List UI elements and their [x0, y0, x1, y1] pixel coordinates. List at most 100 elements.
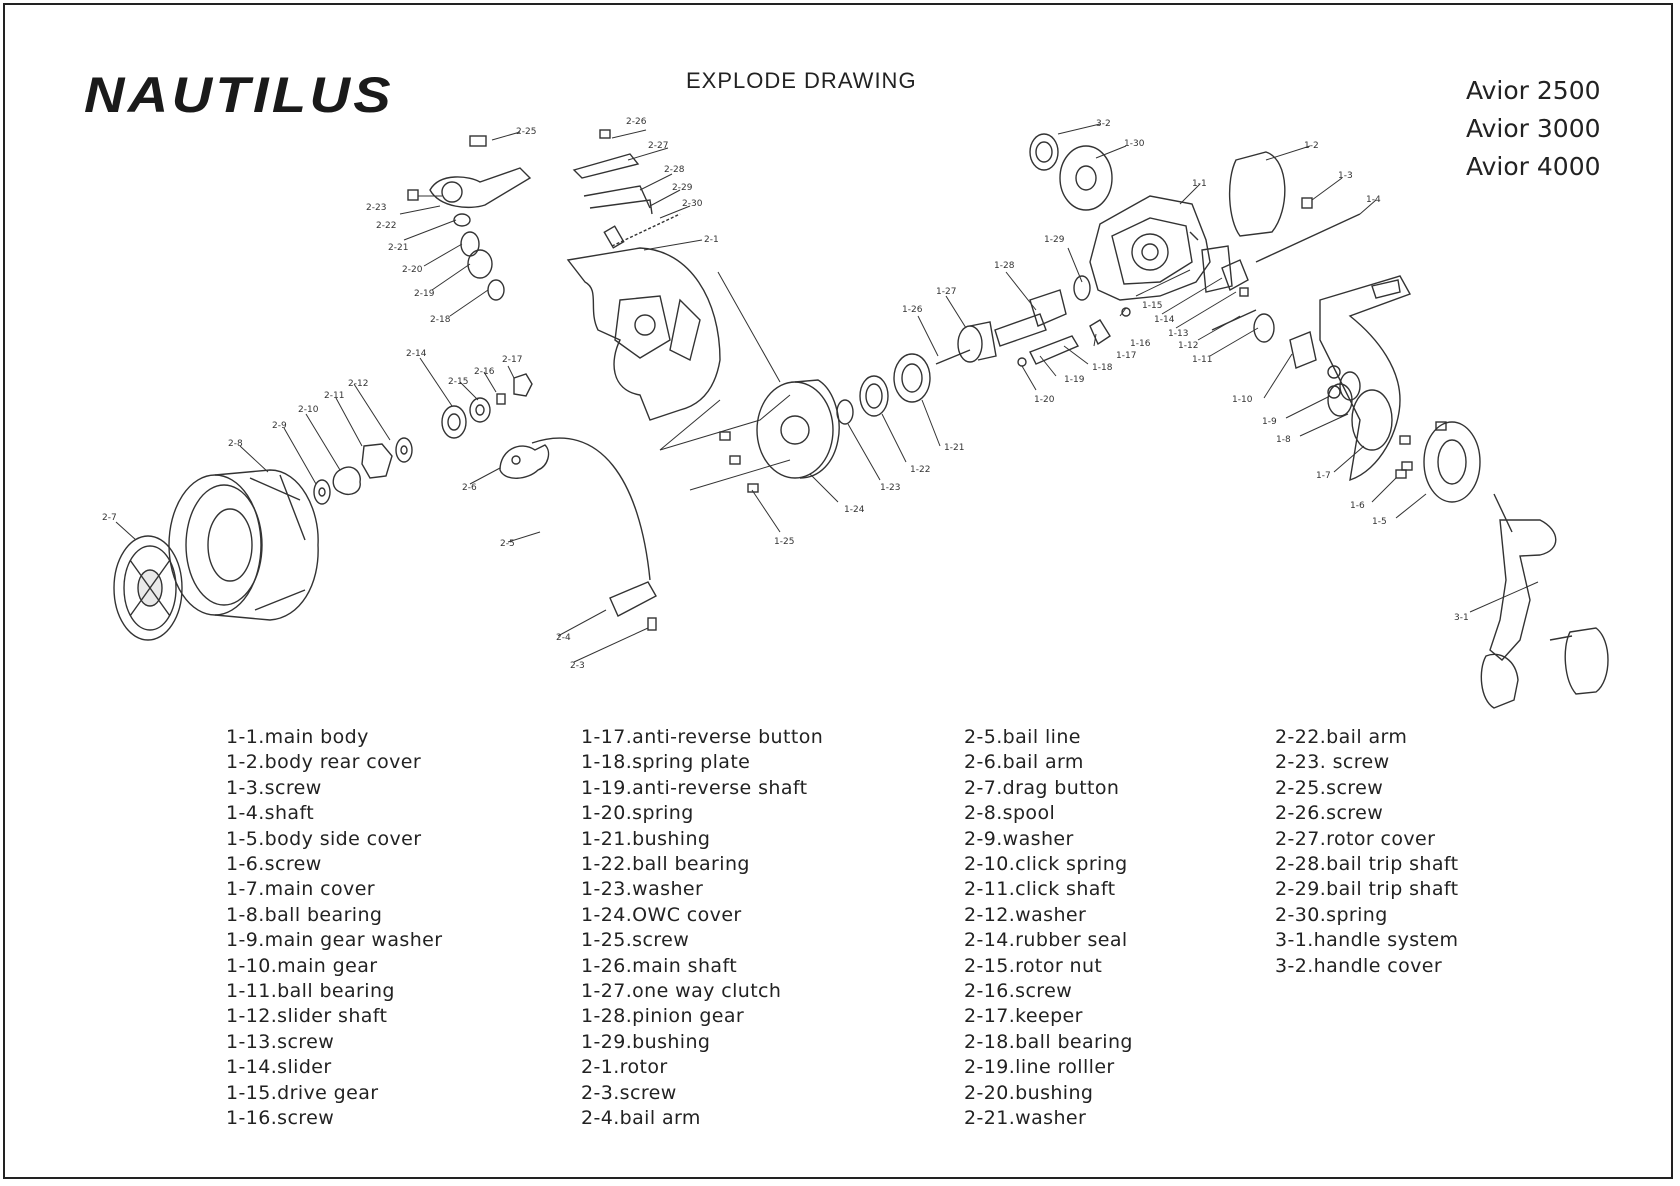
legend-item: 1-7.main cover	[226, 878, 375, 901]
callout-label: 2-28	[664, 165, 685, 175]
legend-item: 2-20.bushing	[964, 1081, 1094, 1104]
legend-item: 3-2.handle cover	[1275, 954, 1443, 977]
part-spool	[168, 469, 319, 621]
legend-item: 1-8.ball bearing	[226, 903, 383, 926]
part-main-shaft-bearings	[836, 353, 931, 425]
callout-label: 2-12	[348, 379, 368, 389]
part-drag-button	[113, 535, 183, 641]
callout-label: 1-10	[1232, 395, 1253, 405]
legend-item: 1-19.anti-reverse shaft	[581, 776, 808, 799]
legend-item: 2-12.washer	[964, 903, 1087, 926]
part-rotor-nut-group	[441, 373, 533, 439]
legend-item: 3-1.handle system	[1275, 929, 1459, 952]
callout-label: 2-17	[502, 355, 522, 365]
legend-item: 1-26.main shaft	[581, 954, 738, 977]
legend-item: 2-11.click shaft	[964, 878, 1116, 901]
legend-item: 2-10.click spring	[964, 853, 1128, 876]
callout-label: 2-11	[324, 391, 344, 401]
callout-label: 2-19	[414, 289, 435, 299]
callout-label: 1-26	[902, 305, 923, 315]
legend-item: 2-1.rotor	[581, 1056, 668, 1079]
callout-label: 2-14	[406, 349, 427, 359]
legend-item: 1-13.screw	[226, 1030, 335, 1053]
callout-label: 2-29	[672, 183, 693, 193]
legend-item: 2-7.drag button	[964, 776, 1120, 799]
legend-item: 2-27.rotor cover	[1275, 827, 1436, 850]
callout-label: 1-17	[1116, 351, 1136, 361]
legend-item: 2-18.ball bearing	[964, 1030, 1133, 1053]
callout-label: 1-16	[1130, 339, 1151, 349]
legend-item: 1-6.screw	[226, 853, 322, 876]
callout-label: 2-23	[366, 203, 386, 213]
legend-item: 1-25.screw	[581, 929, 690, 952]
callout-label: 2-1	[704, 235, 719, 245]
callout-label: 2-6	[462, 483, 477, 493]
part-bail-assembly	[499, 437, 657, 631]
callout-label: 1-4	[1366, 195, 1381, 205]
legend-item: 2-30.spring	[1275, 903, 1388, 926]
part-main-gear	[1289, 331, 1341, 399]
legend-column-2: 1-17.anti-reverse button 1-18.spring pla…	[581, 725, 823, 1132]
legend-item: 1-3.screw	[226, 776, 322, 799]
legend-item: 1-21.bushing	[581, 827, 711, 850]
legend-item: 1-5.body side cover	[226, 827, 422, 850]
legend-item: 2-14.rubber seal	[964, 929, 1128, 952]
callout-label: 1-11	[1192, 355, 1212, 365]
legend-column-1: 1-1.main body 1-2.body rear cover 1-3.sc…	[226, 725, 442, 1132]
model-name: Avior 4000	[1466, 152, 1601, 181]
part-owc-cover	[659, 379, 840, 493]
callout-label: 1-9	[1262, 417, 1277, 427]
legend-item: 1-15.drive gear	[226, 1081, 379, 1104]
exploded-diagram: 2-25 2-23 2-22 2-21 2-20 2-19 2-18 2-26 …	[102, 117, 1609, 709]
brand-logo: NAUTILUS	[84, 67, 394, 123]
legend-item: 1-22.ball bearing	[581, 853, 750, 876]
callout-label: 2-10	[298, 405, 319, 415]
legend-item: 1-18.spring plate	[581, 751, 751, 774]
legend-item: 2-8.spool	[964, 802, 1056, 825]
callout-label: 1-25	[774, 537, 794, 547]
model-list: Avior 2500 Avior 3000 Avior 4000	[1466, 72, 1601, 186]
part-main-cover	[1253, 275, 1412, 482]
part-rotor-top-parts	[572, 129, 681, 247]
legend-item: 1-12.slider shaft	[226, 1005, 388, 1028]
callout-label: 2-16	[474, 367, 495, 377]
callout-label: 1-8	[1276, 435, 1291, 445]
legend-item: 2-4.bail arm	[581, 1107, 701, 1130]
callout-label: 2-3	[570, 661, 585, 671]
part-spool-small-parts	[313, 437, 413, 505]
legend-item: 2-21.washer	[964, 1107, 1087, 1130]
callout-label: 1-19	[1064, 375, 1085, 385]
part-pinion-assembly	[935, 275, 1091, 365]
callout-label: 2-7	[102, 513, 117, 523]
callout-label: 1-13	[1168, 329, 1188, 339]
legend-item: 1-4.shaft	[226, 802, 315, 825]
part-handle-system	[1480, 493, 1609, 709]
callout-label: 1-1	[1192, 179, 1207, 189]
callout-label: 1-2	[1304, 141, 1319, 151]
legend-item: 1-23.washer	[581, 878, 704, 901]
part-rotor	[566, 225, 721, 421]
callout-label: 1-18	[1092, 363, 1113, 373]
part-main-body	[1089, 195, 1233, 301]
callout-label: 1-3	[1338, 171, 1353, 181]
callout-label: 1-21	[944, 443, 964, 453]
callout-label: 2-27	[648, 141, 668, 151]
model-name: Avior 3000	[1466, 114, 1601, 143]
callout-label: 1-12	[1178, 341, 1198, 351]
legend-item: 2-17.keeper	[964, 1005, 1083, 1028]
callout-label: 1-5	[1372, 517, 1387, 527]
legend-item: 1-16.screw	[226, 1107, 335, 1130]
callout-label: 2-20	[402, 265, 423, 275]
legend-item: 2-6.bail arm	[964, 751, 1084, 774]
callout-label: 2-8	[228, 439, 243, 449]
legend-item: 1-10.main gear	[226, 954, 378, 977]
legend-item: 2-26.screw	[1275, 802, 1384, 825]
callout-label: 1-23	[880, 483, 900, 493]
callout-label: 1-15	[1142, 301, 1162, 311]
legend-column-3: 2-5.bail line 2-6.bail arm 2-7.drag butt…	[964, 725, 1133, 1132]
callout-label: 1-6	[1350, 501, 1365, 511]
callout-label: 1-30	[1124, 139, 1145, 149]
legend-item: 1-1.main body	[226, 726, 369, 748]
legend-item: 2-3.screw	[581, 1081, 677, 1104]
model-name: Avior 2500	[1466, 76, 1601, 105]
